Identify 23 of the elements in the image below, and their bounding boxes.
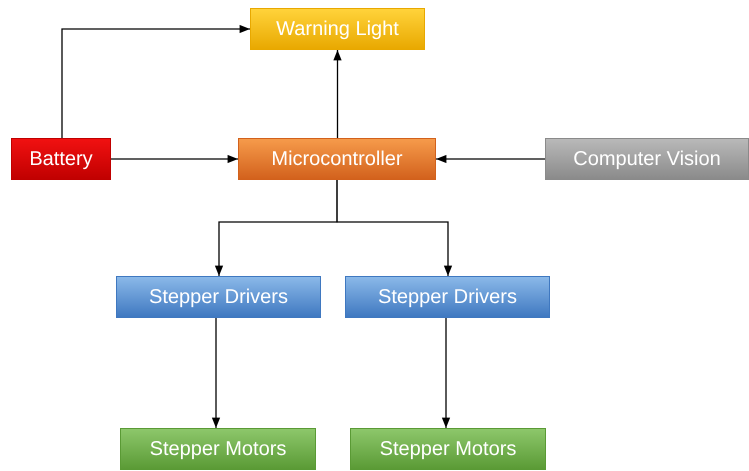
arrow: [111, 154, 238, 164]
block-box: [238, 138, 436, 180]
block-label: Stepper Drivers: [149, 286, 288, 308]
block-box: [120, 428, 316, 470]
block-label: Microcontroller: [271, 148, 403, 170]
block-box: [350, 428, 546, 470]
block-box: [11, 138, 111, 180]
arrow: [442, 318, 450, 428]
block-label: Battery: [29, 148, 93, 170]
block-label: Computer Vision: [573, 148, 721, 170]
block-box: [545, 138, 749, 180]
block-label: Stepper Motors: [150, 438, 286, 460]
arrow: [212, 318, 220, 428]
block-box: [116, 276, 321, 318]
block-label: Stepper Drivers: [378, 286, 517, 308]
block-box: [250, 8, 425, 50]
block-box: [345, 276, 550, 318]
arrow: [436, 154, 545, 164]
arrow: [61, 24, 250, 138]
block-label: Stepper Motors: [380, 438, 516, 460]
block-label: Warning Light: [276, 18, 399, 40]
arrow: [333, 50, 342, 138]
arrow: [336, 180, 452, 276]
